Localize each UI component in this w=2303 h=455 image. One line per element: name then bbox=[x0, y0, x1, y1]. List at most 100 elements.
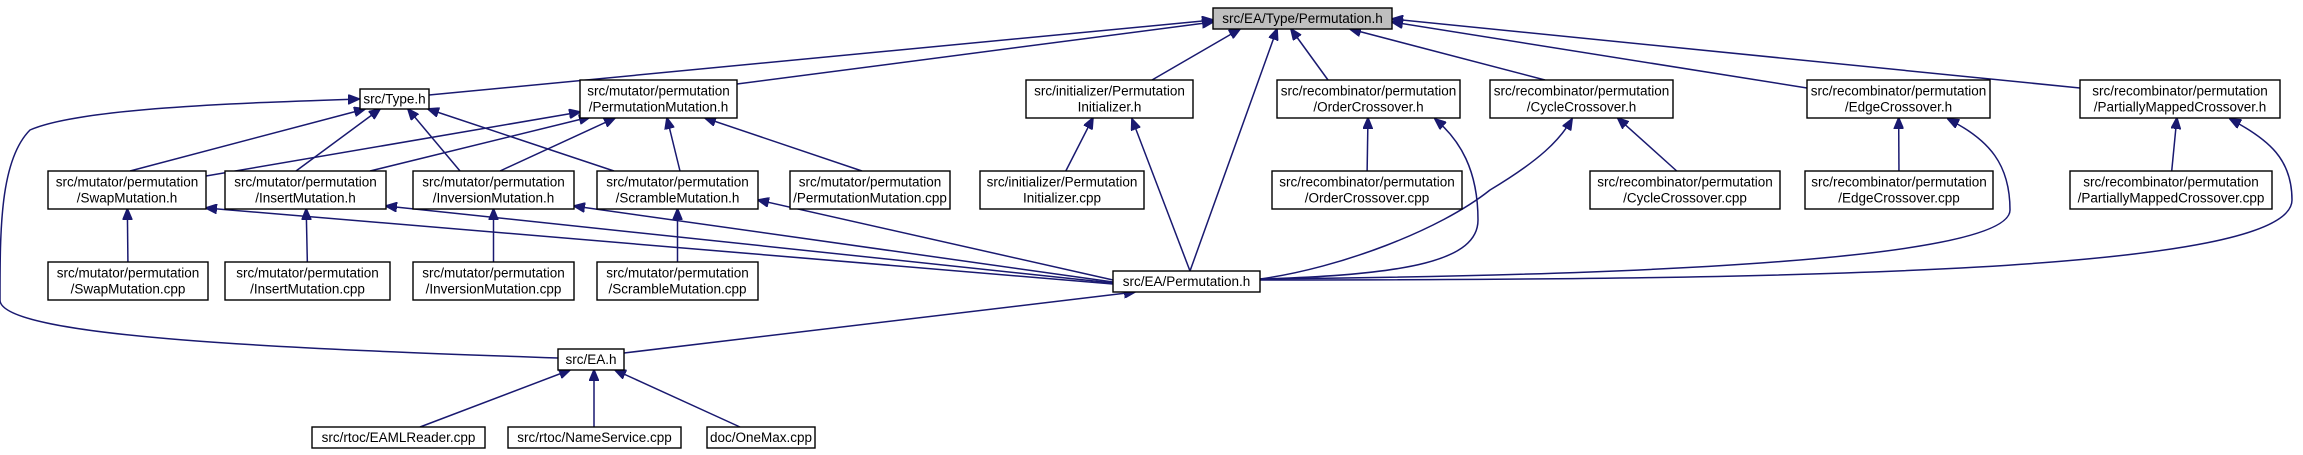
node-ea-h[interactable]: src/EA.h bbox=[557, 348, 625, 371]
node-label: /CycleCrossover.h bbox=[1527, 100, 1637, 115]
node-box bbox=[507, 426, 682, 449]
node-label: src/recombinator/permutation bbox=[1281, 84, 1457, 99]
edge-perm-mut-h-to-root bbox=[736, 22, 1213, 85]
node-label: src/recombinator/permutation bbox=[2092, 84, 2268, 99]
node-ea-perm-h[interactable]: src/EA/Permutation.h bbox=[1112, 270, 1261, 293]
node-insert-cpp[interactable]: src/mutator/permutation/InsertMutation.c… bbox=[224, 261, 391, 301]
node-box bbox=[1212, 7, 1393, 30]
node-box bbox=[1271, 170, 1463, 210]
node-label: /PartiallyMappedCrossover.h bbox=[2094, 100, 2267, 115]
node-label: src/Type.h bbox=[363, 92, 425, 107]
node-label: /PermutationMutation.h bbox=[589, 100, 729, 115]
edge-order-x-h-to-root bbox=[1291, 29, 1329, 81]
node-label: /InversionMutation.cpp bbox=[426, 282, 562, 297]
node-box bbox=[1276, 79, 1461, 119]
node-insert-h[interactable]: src/mutator/permutation/InsertMutation.h bbox=[224, 170, 387, 210]
node-cycle-x-cpp[interactable]: src/recombinator/permutation/CycleCrosso… bbox=[1589, 170, 1781, 210]
node-cycle-x-h[interactable]: src/recombinator/permutation/CycleCrosso… bbox=[1489, 79, 1674, 119]
node-box bbox=[1804, 170, 1994, 210]
node-box bbox=[2079, 79, 2281, 119]
node-label: /InsertMutation.cpp bbox=[250, 282, 365, 297]
node-box bbox=[47, 261, 209, 301]
node-perm-init-cpp[interactable]: src/initializer/PermutationInitializer.c… bbox=[979, 170, 1145, 210]
edge-pmx-h-to-root bbox=[1392, 19, 2081, 89]
edge-ea-h-to-ea-perm-h bbox=[623, 292, 1135, 354]
node-swap-h[interactable]: src/mutator/permutation/SwapMutation.h bbox=[47, 170, 207, 210]
node-box bbox=[2069, 170, 2273, 210]
node-label: src/initializer/Permutation bbox=[1034, 84, 1185, 99]
node-edge-x-cpp[interactable]: src/recombinator/permutation/EdgeCrossov… bbox=[1804, 170, 1994, 210]
edge-ea-perm-h-to-root bbox=[1189, 29, 1277, 272]
edge-insert-h-to-type-h bbox=[295, 109, 380, 172]
node-label: src/EA/Permutation.h bbox=[1123, 274, 1251, 289]
node-perm-mut-cpp[interactable]: src/mutator/permutation/PermutationMutat… bbox=[789, 170, 951, 210]
edge-ea-perm-h-to-edge-x-h bbox=[1259, 119, 2011, 280]
node-swap-cpp[interactable]: src/mutator/permutation/SwapMutation.cpp bbox=[47, 261, 209, 301]
node-label: /InsertMutation.h bbox=[255, 191, 356, 206]
node-label: src/mutator/permutation bbox=[234, 175, 377, 190]
node-order-x-cpp[interactable]: src/recombinator/permutation/OrderCrosso… bbox=[1271, 170, 1463, 210]
node-edge-x-h[interactable]: src/recombinator/permutation/EdgeCrossov… bbox=[1806, 79, 1991, 119]
node-eaml-cpp[interactable]: src/rtoc/EAMLReader.cpp bbox=[311, 426, 486, 449]
edge-ea-perm-h-to-pmx-h bbox=[1259, 119, 2293, 281]
node-type-h[interactable]: src/Type.h bbox=[359, 88, 430, 110]
node-box bbox=[359, 88, 430, 110]
node-label: src/mutator/permutation bbox=[422, 175, 565, 190]
edge-ea-perm-h-to-swap-h bbox=[206, 208, 1114, 285]
node-label: src/rtoc/EAMLReader.cpp bbox=[322, 430, 476, 445]
node-label: /SwapMutation.h bbox=[77, 191, 178, 206]
node-order-x-h[interactable]: src/recombinator/permutation/OrderCrosso… bbox=[1276, 79, 1461, 119]
node-box bbox=[311, 426, 486, 449]
edge-ea-perm-h-to-inversion-h bbox=[574, 206, 1114, 283]
edge-order-x-cpp-to-order-x-h bbox=[1367, 118, 1368, 172]
node-onemax-cpp[interactable]: doc/OneMax.cpp bbox=[706, 426, 816, 449]
node-label: /InversionMutation.h bbox=[433, 191, 555, 206]
edge-pmx-cpp-to-pmx-h bbox=[2172, 118, 2177, 172]
node-perm-mut-h[interactable]: src/mutator/permutation/PermutationMutat… bbox=[579, 79, 738, 119]
node-label: src/mutator/permutation bbox=[587, 84, 730, 99]
node-label: doc/OneMax.cpp bbox=[710, 430, 812, 445]
edge-ea-perm-h-to-scramble-h bbox=[758, 200, 1114, 281]
node-label: src/mutator/permutation bbox=[799, 175, 942, 190]
node-label: /CycleCrossover.cpp bbox=[1623, 191, 1747, 206]
node-box bbox=[224, 261, 391, 301]
node-inversion-h[interactable]: src/mutator/permutation/InversionMutatio… bbox=[412, 170, 575, 210]
edge-perm-mut-cpp-to-perm-mut-h bbox=[705, 118, 863, 172]
edge-ea-perm-h-to-insert-h bbox=[386, 206, 1114, 284]
node-label: /OrderCrossover.cpp bbox=[1305, 191, 1430, 206]
node-label: /PermutationMutation.cpp bbox=[793, 191, 947, 206]
edge-insert-h-to-perm-mut-h bbox=[369, 117, 590, 172]
edge-ea-perm-h-to-perm-init-h bbox=[1132, 119, 1191, 272]
node-label: /ScrambleMutation.h bbox=[616, 191, 740, 206]
node-label: src/initializer/Permutation bbox=[987, 175, 1138, 190]
edge-perm-init-cpp-to-perm-init-h bbox=[1065, 118, 1093, 172]
node-pmx-cpp[interactable]: src/recombinator/permutation/PartiallyMa… bbox=[2069, 170, 2273, 210]
edge-ea-perm-h-to-cycle-x-h bbox=[1259, 119, 1572, 280]
node-box bbox=[412, 170, 575, 210]
edge-scramble-h-to-type-h bbox=[428, 109, 615, 172]
node-label: /OrderCrossover.h bbox=[1313, 100, 1423, 115]
node-box bbox=[596, 170, 759, 210]
node-label: src/mutator/permutation bbox=[56, 175, 199, 190]
node-layer: src/EA/Type/Permutation.h src/Type.h src/m… bbox=[47, 7, 2281, 449]
node-label: src/mutator/permutation bbox=[236, 266, 379, 281]
node-label: src/mutator/permutation bbox=[422, 266, 565, 281]
edge-onemax-cpp-to-ea-h bbox=[615, 370, 741, 428]
node-label: src/recombinator/permutation bbox=[1811, 84, 1987, 99]
edge-ea-h-to-type-h bbox=[0, 99, 559, 359]
node-nameservice-cpp[interactable]: src/rtoc/NameService.cpp bbox=[507, 426, 682, 449]
node-label: src/mutator/permutation bbox=[606, 266, 749, 281]
edge-edge-x-h-to-root bbox=[1392, 22, 1808, 89]
node-label: Initializer.h bbox=[1078, 100, 1142, 115]
edge-perm-init-h-to-root bbox=[1151, 29, 1240, 81]
node-scramble-cpp[interactable]: src/mutator/permutation/ScrambleMutation… bbox=[596, 261, 759, 301]
node-inversion-cpp[interactable]: src/mutator/permutation/InversionMutatio… bbox=[412, 261, 575, 301]
edge-ea-perm-h-to-order-x-h bbox=[1259, 119, 1479, 280]
edge-layer bbox=[0, 19, 2293, 428]
node-scramble-h[interactable]: src/mutator/permutation/ScrambleMutation… bbox=[596, 170, 759, 210]
node-root[interactable]: src/EA/Type/Permutation.h bbox=[1212, 7, 1393, 30]
node-pmx-h[interactable]: src/recombinator/permutation/PartiallyMa… bbox=[2079, 79, 2281, 119]
node-label: src/recombinator/permutation bbox=[1597, 175, 1773, 190]
